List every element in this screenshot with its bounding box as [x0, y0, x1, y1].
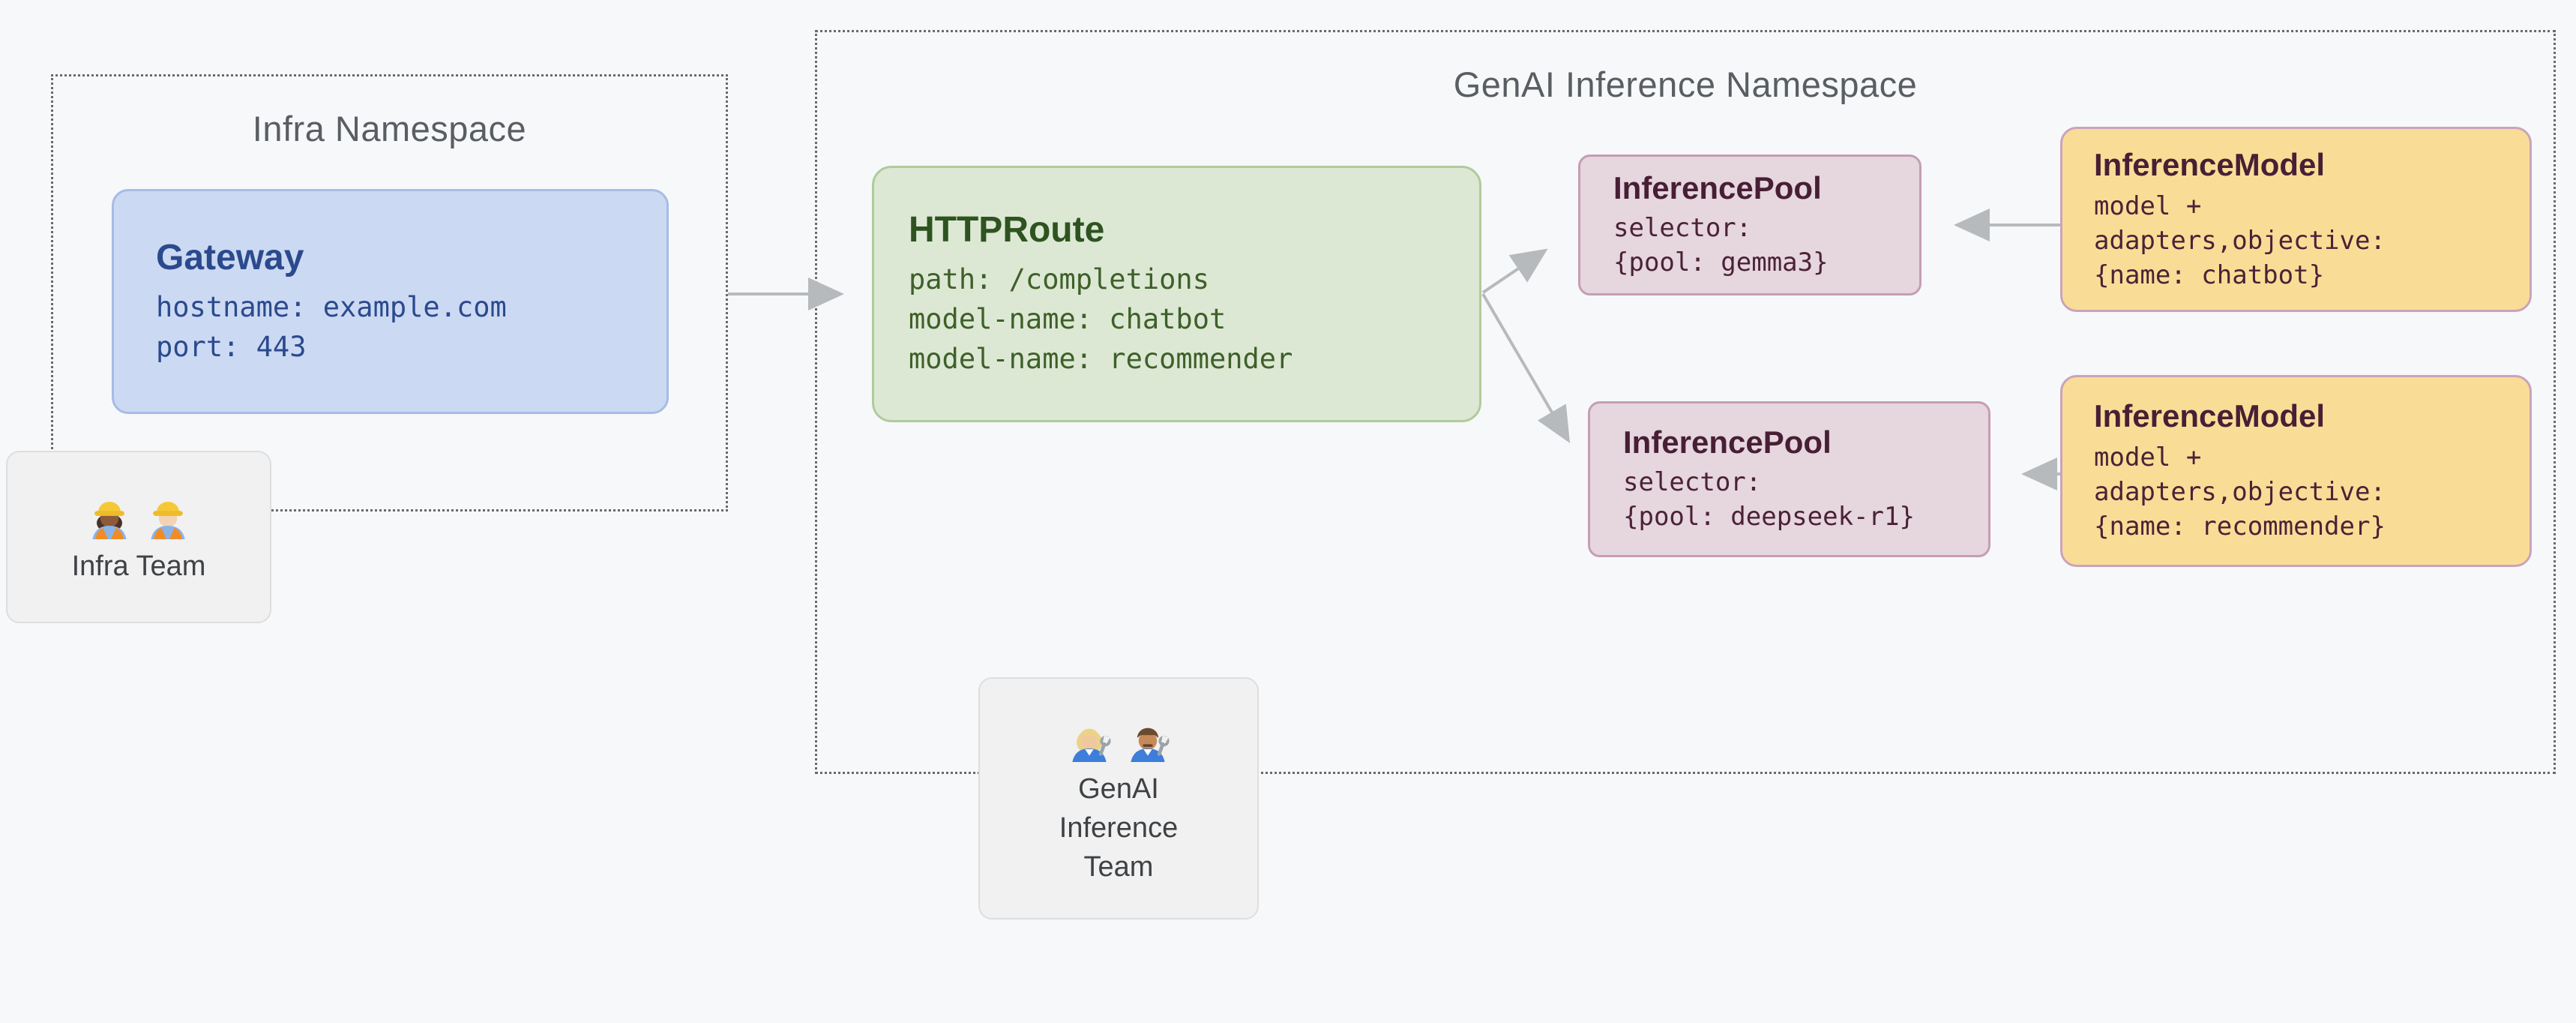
inferencepool-deepseek-node: InferencePool selector: {pool: deepseek-…: [1588, 401, 1990, 557]
infra-namespace-container: Infra Namespace: [51, 74, 728, 512]
inferencemodel-chatbot-title: InferenceModel: [2094, 146, 2326, 182]
inferencemodel-chatbot-adapters-line: adapters,objective:: [2094, 225, 2386, 256]
httproute-path-line: path: /completions: [909, 263, 1209, 296]
infra-namespace-title: Infra Namespace: [252, 109, 527, 148]
inferencemodel-recommender-adapters-line: adapters,objective:: [2094, 477, 2386, 507]
infra-team-card: Infra Team: [6, 451, 271, 623]
inferencepool-gemma-node: InferencePool selector: {pool: gemma3}: [1578, 154, 1922, 296]
genai-namespace-container: GenAI Inference Namespace: [815, 30, 2556, 774]
man-construction-worker-emoji: [151, 501, 185, 539]
inferencemodel-recommender-name-line: {name: recommender}: [2094, 512, 2386, 542]
httproute-modelname-recommender-line: model-name: recommender: [909, 343, 1293, 375]
inferencepool-gemma-pool-line: {pool: gemma3}: [1613, 248, 1829, 278]
infra-team-label: Infra Team: [71, 550, 206, 582]
inferencemodel-recommender-node: InferenceModel model + adapters,objectiv…: [2060, 375, 2532, 567]
inferencemodel-recommender-model-line: model +: [2094, 442, 2202, 472]
inferencepool-deepseek-selector-line: selector:: [1623, 467, 1762, 497]
gateway-node: Gateway hostname: example.com port: 443: [112, 189, 669, 414]
inferencepool-deepseek-title: InferencePool: [1623, 424, 1832, 460]
httproute-title: HTTPRoute: [909, 210, 1105, 250]
httproute-node: HTTPRoute path: /completions model-name:…: [872, 166, 1481, 422]
inferencemodel-recommender-title: InferenceModel: [2094, 398, 2326, 434]
inferencemodel-chatbot-name-line: {name: chatbot}: [2094, 260, 2325, 290]
genai-team-icons: [1064, 711, 1173, 762]
inferencemodel-chatbot-model-line: model +: [2094, 190, 2202, 221]
genai-team-label: GenAI Inference Team: [1059, 772, 1179, 883]
genai-team-card: GenAI Inference Team: [978, 677, 1259, 920]
gateway-port-line: port: 443: [156, 330, 307, 363]
inferencepool-gemma-title: InferencePool: [1613, 170, 1822, 206]
woman-mechanic-emoji: [1072, 728, 1111, 762]
httproute-modelname-chatbot-line: model-name: chatbot: [909, 303, 1227, 335]
gateway-title: Gateway: [156, 237, 304, 278]
gateway-hostname-line: hostname: example.com: [156, 290, 507, 323]
woman-construction-worker-emoji: [92, 501, 127, 539]
infra-team-icons: [84, 488, 193, 539]
inferencemodel-chatbot-node: InferenceModel model + adapters,objectiv…: [2060, 127, 2532, 312]
genai-namespace-title: GenAI Inference Namespace: [1453, 64, 1918, 104]
man-mechanic-emoji: [1131, 728, 1170, 762]
inferencepool-gemma-selector-line: selector:: [1613, 213, 1752, 243]
inferencepool-deepseek-pool-line: {pool: deepseek-r1}: [1623, 502, 1915, 532]
